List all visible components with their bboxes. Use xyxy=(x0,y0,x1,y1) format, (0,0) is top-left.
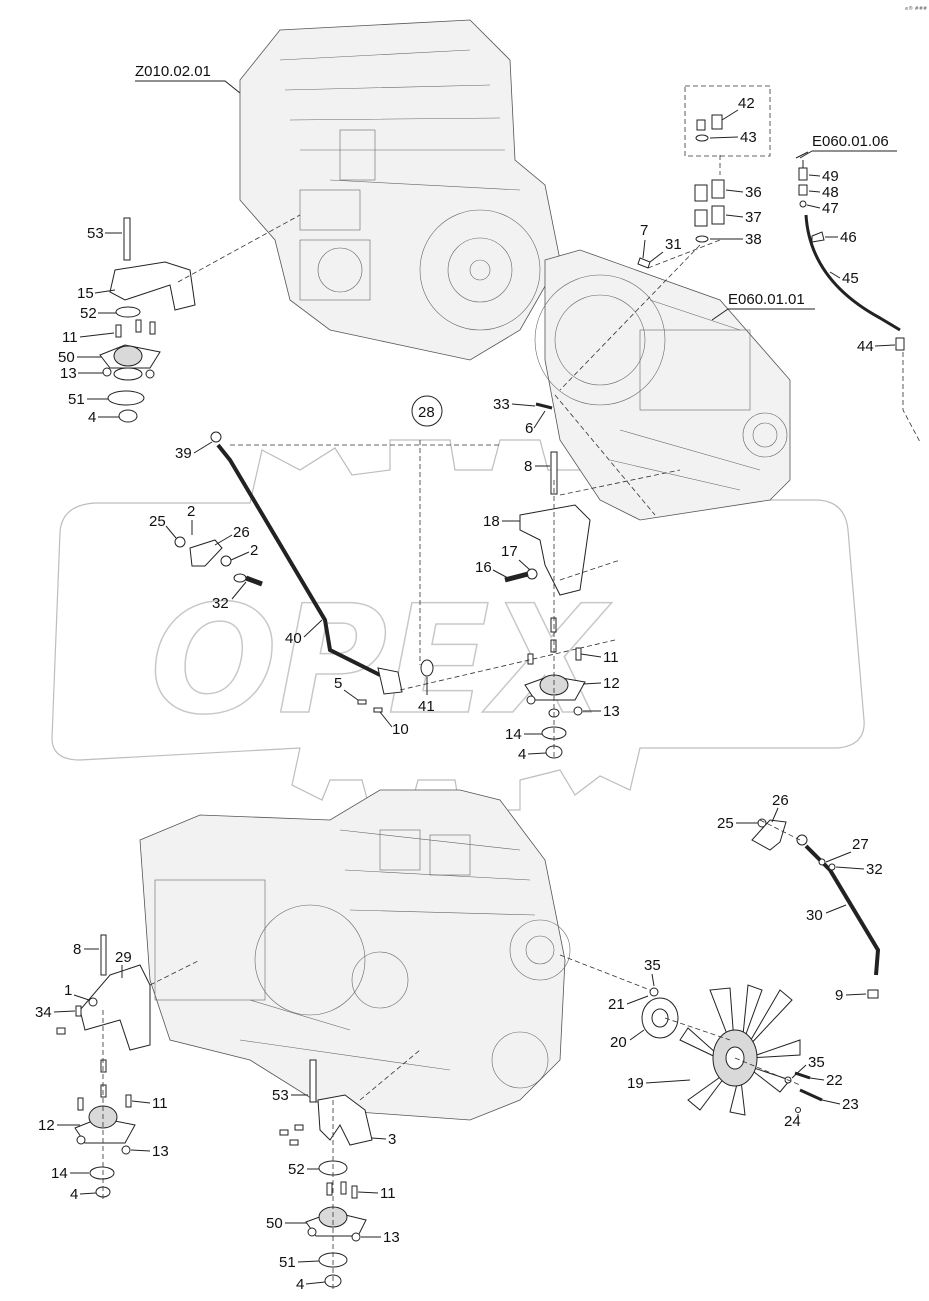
label-49: 49 xyxy=(822,168,839,185)
bracket-group-left xyxy=(174,536,263,587)
label-9: 9 xyxy=(835,987,843,1004)
ref-transmission[interactable]: E060.01.01 xyxy=(728,291,805,308)
label-51: 51 xyxy=(68,391,85,408)
label-29: 29 xyxy=(115,949,132,966)
label-6: 6 xyxy=(525,420,533,437)
label-13d: 13 xyxy=(383,1229,400,1246)
label-50b: 50 xyxy=(266,1215,283,1232)
label-1: 1 xyxy=(64,982,72,999)
label-11d: 11 xyxy=(380,1185,396,1202)
label-50: 50 xyxy=(58,349,75,366)
label-11b: 11 xyxy=(603,649,619,666)
label-28: 28 xyxy=(418,404,435,421)
label-25: 25 xyxy=(149,513,166,530)
label-40: 40 xyxy=(285,630,302,647)
label-13: 13 xyxy=(60,365,77,382)
label-14: 14 xyxy=(505,726,522,743)
label-2b: 2 xyxy=(250,542,258,559)
label-52b: 52 xyxy=(288,1161,305,1178)
label-42: 42 xyxy=(738,95,755,112)
label-44: 44 xyxy=(857,338,874,355)
watermark: OPEX xyxy=(51,439,865,811)
label-52: 52 xyxy=(80,305,97,322)
label-24: 24 xyxy=(784,1113,801,1130)
label-32: 32 xyxy=(212,595,229,612)
label-17: 17 xyxy=(501,543,518,560)
label-26: 26 xyxy=(233,524,250,541)
label-41: 41 xyxy=(418,698,435,715)
label-4d: 4 xyxy=(296,1276,304,1293)
label-8: 8 xyxy=(524,458,532,475)
dipstick-tube xyxy=(210,431,434,713)
watermark-text: OPEX xyxy=(150,574,612,748)
reference-labels: Z010.02.01 E060.01.01 E060.01.06 xyxy=(135,63,897,321)
label-43: 43 xyxy=(740,129,757,146)
tube-group-right xyxy=(751,818,881,999)
label-46: 46 xyxy=(840,229,857,246)
label-15: 15 xyxy=(77,285,94,302)
label-47: 47 xyxy=(822,200,839,217)
corner-mark: e® ### xyxy=(905,5,927,12)
label-37: 37 xyxy=(745,209,762,226)
label-4: 4 xyxy=(88,409,96,426)
callout-28: 28 xyxy=(411,395,443,427)
bracket-group-center xyxy=(504,451,591,759)
label-34: 34 xyxy=(35,1004,52,1021)
label-33: 33 xyxy=(493,396,510,413)
mount-group-lower-left xyxy=(56,934,151,1198)
label-11c: 11 xyxy=(152,1095,168,1112)
label-22: 22 xyxy=(826,1072,843,1089)
label-10: 10 xyxy=(392,721,409,738)
label-16: 16 xyxy=(475,559,492,576)
label-35b: 35 xyxy=(808,1054,825,1071)
label-30: 30 xyxy=(806,907,823,924)
label-53: 53 xyxy=(87,225,104,242)
label-25b: 25 xyxy=(717,815,734,832)
label-23: 23 xyxy=(842,1096,859,1113)
fitting-group xyxy=(535,85,905,410)
ref-engine-top[interactable]: Z010.02.01 xyxy=(135,63,211,80)
label-11: 11 xyxy=(62,329,78,346)
label-38: 38 xyxy=(745,231,762,248)
mount-group-a xyxy=(99,217,196,423)
label-32b: 32 xyxy=(866,861,883,878)
alignment-lines xyxy=(102,155,921,1290)
label-19: 19 xyxy=(627,1075,644,1092)
label-53b: 53 xyxy=(272,1087,289,1104)
ref-hose-group[interactable]: E060.01.06 xyxy=(812,133,889,150)
label-3: 3 xyxy=(388,1131,396,1148)
label-26b: 26 xyxy=(772,792,789,809)
label-45: 45 xyxy=(842,270,859,287)
label-48: 48 xyxy=(822,184,839,201)
lower-engine xyxy=(139,789,571,1121)
label-31: 31 xyxy=(665,236,682,253)
label-12: 12 xyxy=(603,675,620,692)
label-51b: 51 xyxy=(279,1254,296,1271)
label-35: 35 xyxy=(644,957,661,974)
label-13b: 13 xyxy=(603,703,620,720)
part-labels: 53 15 52 11 50 13 51 4 42 43 36 37 38 7 … xyxy=(35,95,896,1293)
label-13c: 13 xyxy=(152,1143,169,1160)
transmission xyxy=(534,249,791,521)
label-18: 18 xyxy=(483,513,500,530)
upper-engine xyxy=(239,19,561,361)
label-14b: 14 xyxy=(51,1165,68,1182)
label-7: 7 xyxy=(640,222,648,239)
label-5: 5 xyxy=(334,675,342,692)
label-4c: 4 xyxy=(70,1186,78,1203)
fan-group xyxy=(641,984,823,1116)
label-36: 36 xyxy=(745,184,762,201)
label-8b: 8 xyxy=(73,941,81,958)
label-20: 20 xyxy=(610,1034,627,1051)
label-12b: 12 xyxy=(38,1117,55,1134)
label-27: 27 xyxy=(852,836,869,853)
label-4b: 4 xyxy=(518,746,526,763)
label-39: 39 xyxy=(175,445,192,462)
label-2: 2 xyxy=(187,503,195,520)
label-21: 21 xyxy=(608,996,625,1013)
